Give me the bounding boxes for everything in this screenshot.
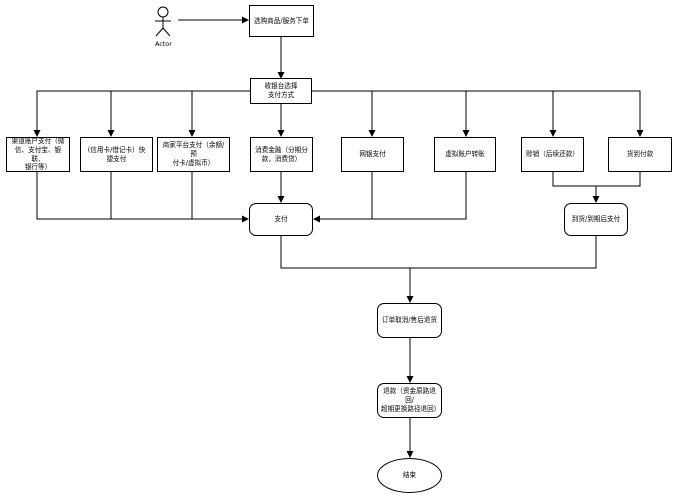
node-merchant-label: 商家平台支付（余额/预付卡/虚拟币） xyxy=(162,141,225,167)
node-end-label: 结束 xyxy=(402,471,417,480)
node-cashier[interactable]: 收银台选择支付方式 xyxy=(250,78,312,104)
edge-cashier-left xyxy=(33,90,250,137)
node-purchase[interactable]: 选购商品/服务下单 xyxy=(249,5,314,37)
edge-left-to-pay xyxy=(36,172,249,223)
node-purchase-label: 选购商品/服务下单 xyxy=(254,16,309,25)
node-card-label: (信用卡/借记卡）快捷支付 xyxy=(87,145,146,163)
node-after-arrival-label: 到货/到期后支付 xyxy=(571,215,621,224)
node-virtual-label: 虚拟账户转账 xyxy=(445,150,485,159)
node-cash-on-delivery[interactable]: 货到付款 xyxy=(608,137,672,172)
node-refund-label: 退款（资金原路退回/超期更换路径退回） xyxy=(381,387,441,413)
node-card-quick-payment[interactable]: (信用卡/借记卡）快捷支付 xyxy=(80,137,153,172)
edge-credit-merge xyxy=(552,172,641,187)
edge-cashier-right xyxy=(312,90,644,137)
node-merchant-platform-payment[interactable]: 商家平台支付（余额/预付卡/虚拟币） xyxy=(157,137,230,172)
node-refund[interactable]: 退款（资金原路退回/超期更换路径退回） xyxy=(377,383,442,418)
node-channel-account-payment[interactable]: 渠道账户支付（微信、支付宝、银联、银行等） xyxy=(6,137,70,172)
node-end[interactable]: 结束 xyxy=(377,458,442,493)
node-cancel-label: 订单取消/售后退货 xyxy=(382,316,437,325)
node-finance-label: 消费金融（分期分款，消费贷） xyxy=(255,145,308,163)
node-order-cancel-return[interactable]: 订单取消/售后退货 xyxy=(377,303,442,338)
node-pay-after-arrival[interactable]: 到货/到期后支付 xyxy=(564,203,628,236)
node-pay-label: 支付 xyxy=(274,215,288,224)
actor-figure xyxy=(155,6,171,37)
node-virtual-account-transfer[interactable]: 虚拟账户转账 xyxy=(434,137,496,172)
edge-right-to-pay xyxy=(313,172,467,223)
node-cashier-label: 收银台选择支付方式 xyxy=(264,82,298,99)
actor-label: Actor xyxy=(155,40,172,48)
node-online-bank-payment[interactable]: 网银支付 xyxy=(341,137,404,172)
node-consumer-finance[interactable]: 消费金融（分期分款，消费贷） xyxy=(250,137,313,172)
node-credit-label: 赊销（后续还款） xyxy=(526,150,579,159)
node-cod-label: 货到付款 xyxy=(626,150,654,159)
node-channel-label: 渠道账户支付（微信、支付宝、银联、银行等） xyxy=(11,136,65,172)
edge-pay-merge xyxy=(280,236,597,269)
node-pay[interactable]: 支付 xyxy=(249,203,313,236)
node-online-bank-label: 网银支付 xyxy=(359,150,386,159)
node-credit-sale[interactable]: 赊销（后续还款） xyxy=(521,137,584,172)
